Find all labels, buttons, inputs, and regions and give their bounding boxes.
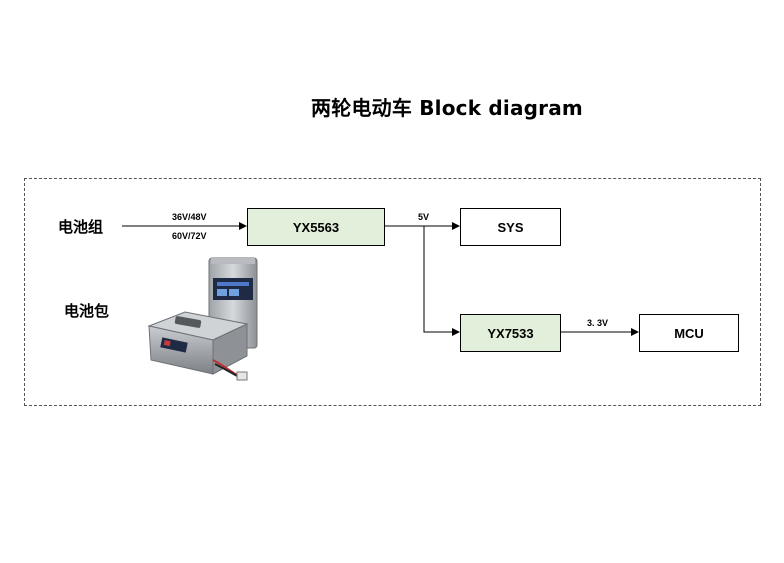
mcu-block: MCU: [639, 314, 739, 352]
battery-pack-label: 电池包: [64, 302, 110, 320]
input-voltage-bottom-label: 60V/72V: [172, 231, 207, 241]
sys-block: SYS: [460, 208, 561, 246]
yx7533-label: YX7533: [487, 325, 534, 341]
battery-group-label: 电池组: [58, 218, 104, 236]
rail-3v3-label: 3. 3V: [587, 318, 609, 328]
yx7533-block: YX7533: [460, 314, 561, 352]
5v-branch-wire: [423, 226, 460, 336]
system-boundary-frame: [24, 178, 761, 406]
input-voltage-top-label: 36V/48V: [172, 212, 207, 222]
rail-5v-label: 5V: [418, 212, 430, 222]
mcu-label: MCU: [674, 325, 704, 341]
sys-label: SYS: [497, 219, 524, 235]
battery-pack-image: [147, 257, 258, 381]
yx5563-block: YX5563: [247, 208, 385, 246]
yx5563-label: YX5563: [292, 219, 340, 235]
diagram-title: 两轮电动车 Block diagram: [311, 96, 583, 120]
